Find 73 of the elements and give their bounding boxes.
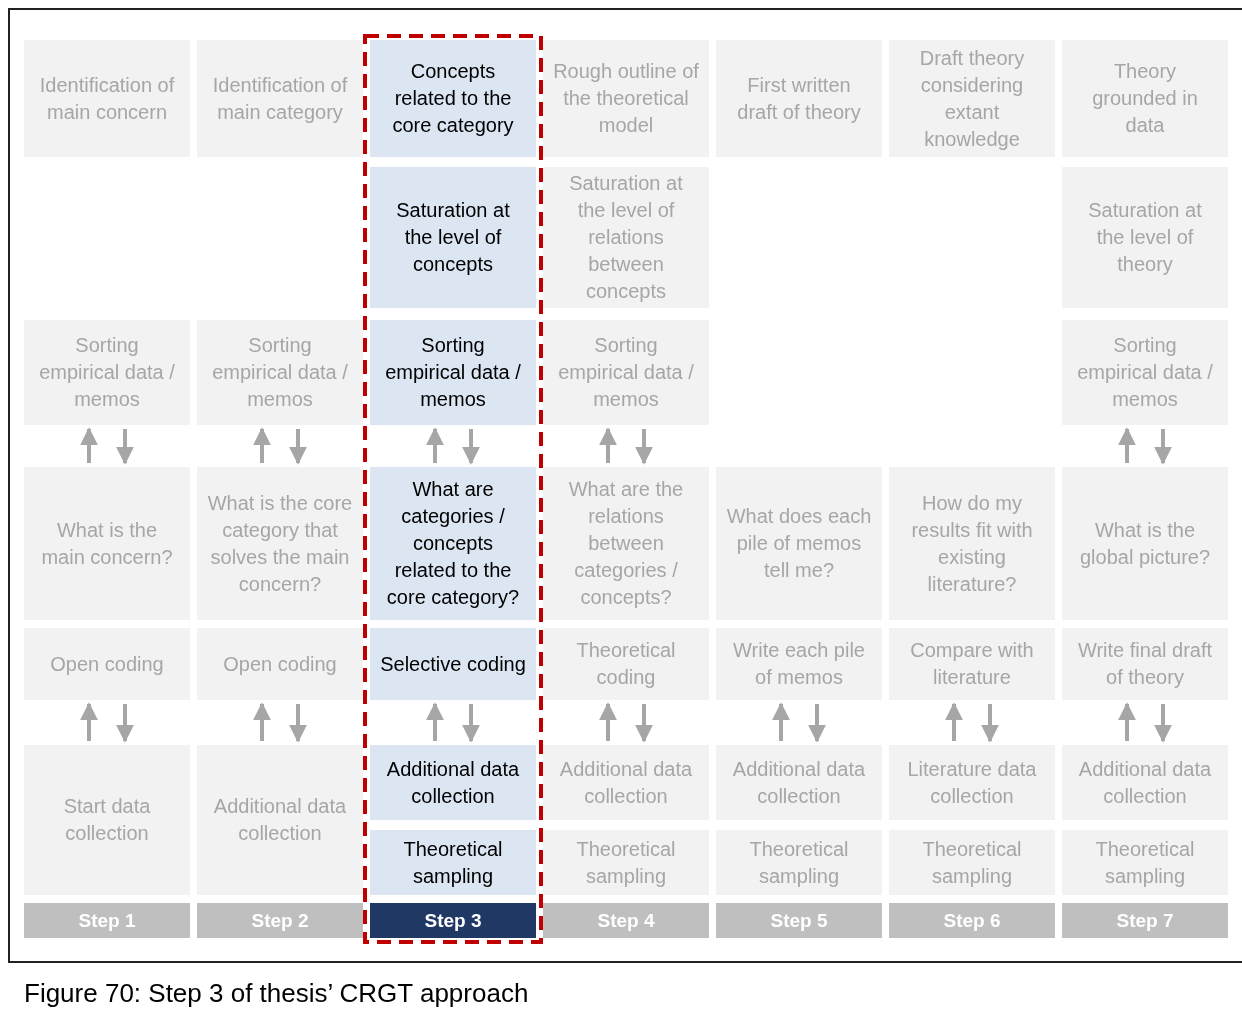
step-box: Open coding	[197, 628, 363, 700]
step-label-bar: Step 3	[370, 903, 536, 938]
step-box: Sorting empirical data / memos	[543, 320, 709, 425]
step-box: How do my results fit with existing literature?	[889, 467, 1055, 620]
step-box: Selective coding	[370, 628, 536, 700]
step-box: Additional data collection	[1062, 745, 1228, 820]
step-box: Write each pile of memos	[716, 628, 882, 700]
step-box: Write final draft of theory	[1062, 628, 1228, 700]
step-box: Theoretical sampling	[370, 830, 536, 895]
arrow	[772, 702, 790, 741]
arrow	[635, 429, 653, 465]
arrow	[945, 702, 963, 741]
arrow	[981, 704, 999, 743]
arrow	[116, 704, 134, 743]
arrow	[462, 704, 480, 743]
step-box: What are categories / concepts related to the core category?	[370, 467, 536, 620]
step-box: Sorting empirical data / memos	[24, 320, 190, 425]
step-box: Theory grounded in data	[1062, 40, 1228, 157]
step-label-bar: Step 5	[716, 903, 882, 938]
step-box: What are the relations between categories / concepts?	[543, 467, 709, 620]
step-box: Additional data collection	[716, 745, 882, 820]
step-box: Sorting empirical data / memos	[370, 320, 536, 425]
arrow	[80, 702, 98, 741]
step-box: Saturation at the level of relations between concepts	[543, 167, 709, 308]
step-box: Additional data collection	[370, 745, 536, 820]
arrow	[253, 702, 271, 741]
step-label-bar: Step 4	[543, 903, 709, 938]
step-box: First written draft of theory	[716, 40, 882, 157]
step-box: Start data collection	[24, 745, 190, 895]
arrow	[1118, 427, 1136, 463]
step-label-bar: Step 7	[1062, 903, 1228, 938]
arrow	[80, 427, 98, 463]
step-box: Additional data collection	[197, 745, 363, 895]
caption: Figure 70: Step 3 of thesis’ CRGT approach	[24, 978, 529, 1009]
step-label-bar: Step 2	[197, 903, 363, 938]
step-box: Theoretical sampling	[716, 830, 882, 895]
arrow	[426, 702, 444, 741]
arrow	[635, 704, 653, 743]
step-label-bar: Step 6	[889, 903, 1055, 938]
step-box: What is the main concern?	[24, 467, 190, 620]
arrow	[426, 427, 444, 463]
arrow	[1154, 704, 1172, 743]
step-box: Theoretical sampling	[543, 830, 709, 895]
step-box: Compare with literature	[889, 628, 1055, 700]
step-box: Theoretical coding	[543, 628, 709, 700]
step-label-bar: Step 1	[24, 903, 190, 938]
arrow	[289, 704, 307, 743]
step-box: Identification of main concern	[24, 40, 190, 157]
step-box: Open coding	[24, 628, 190, 700]
step-box: Identification of main category	[197, 40, 363, 157]
step-box: What does each pile of memos tell me?	[716, 467, 882, 620]
arrow	[1118, 702, 1136, 741]
step-box: Saturation at the level of theory	[1062, 167, 1228, 308]
arrow	[808, 704, 826, 743]
step-box: What is the core category that solves the main concern?	[197, 467, 363, 620]
arrow	[462, 429, 480, 465]
step-box: Sorting empirical data / memos	[1062, 320, 1228, 425]
step-box: Draft theory considering extant knowledge	[889, 40, 1055, 157]
step-box: Saturation at the level of concepts	[370, 167, 536, 308]
step-box: What is the global picture?	[1062, 467, 1228, 620]
arrow	[599, 702, 617, 741]
step-box: Rough outline of the theoretical model	[543, 40, 709, 157]
step-box: Additional data collection	[543, 745, 709, 820]
arrow	[1154, 429, 1172, 465]
arrow	[289, 429, 307, 465]
step-box: Sorting empirical data / memos	[197, 320, 363, 425]
arrow	[599, 427, 617, 463]
step-box: Theoretical sampling	[1062, 830, 1228, 895]
arrow	[253, 427, 271, 463]
step-box: Literature data collection	[889, 745, 1055, 820]
arrow	[116, 429, 134, 465]
step-box: Concepts related to the core category	[370, 40, 536, 157]
step-box: Theoretical sampling	[889, 830, 1055, 895]
